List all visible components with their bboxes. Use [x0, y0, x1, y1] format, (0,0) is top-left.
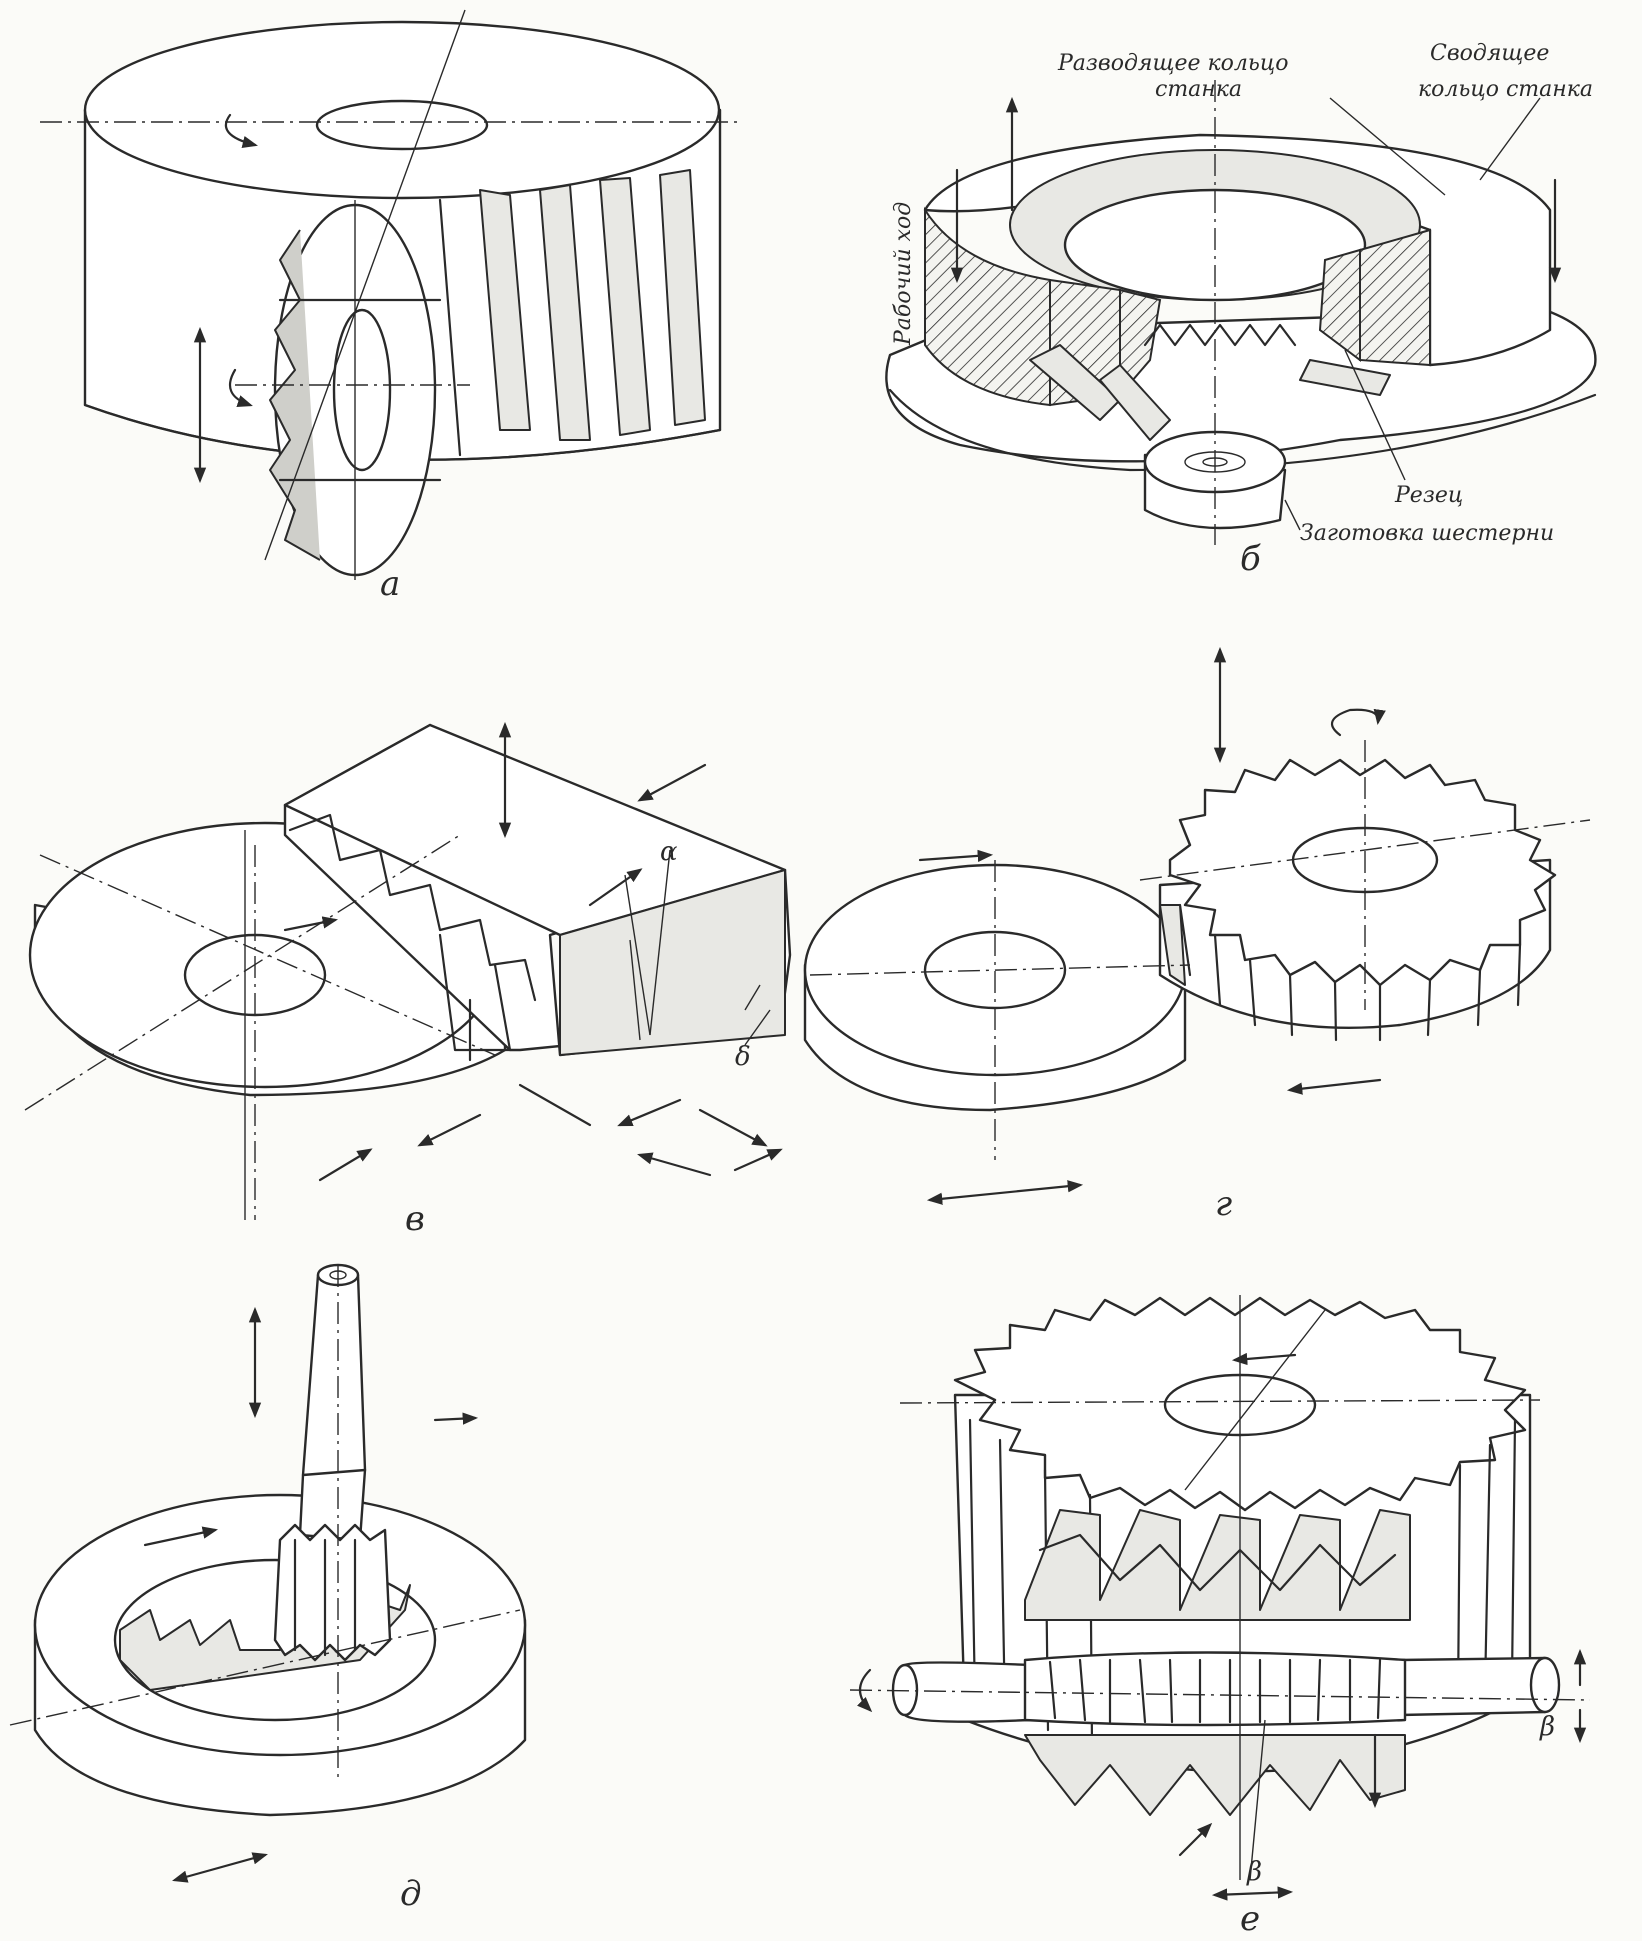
panel-v-caption: в: [405, 1199, 425, 1239]
label-rabochiy-hod: Рабочий ход: [891, 202, 916, 346]
label-razvod-line2: станка: [1155, 77, 1242, 102]
label-svod-line2: кольцо станка: [1418, 77, 1593, 102]
panel-a-drawing: [40, 9, 740, 580]
label-zagotovka: Заготовка шестерни: [1300, 521, 1554, 546]
panel-d-caption: д: [400, 1874, 422, 1914]
panel-v-drawing: [24, 721, 792, 1220]
panel-d-drawing: [9, 1263, 527, 1883]
panel-g-caption: г: [1215, 1184, 1232, 1224]
panel-b-drawing: [885, 80, 1597, 545]
angle-alpha: α: [660, 837, 678, 867]
panel-b-caption: б: [1240, 539, 1261, 579]
panel-a-caption: а: [380, 564, 400, 604]
angle-beta-right: β: [1539, 1712, 1555, 1742]
label-svod-line1: Сводящее: [1430, 41, 1549, 66]
angle-beta-bottom: β: [1246, 1857, 1262, 1887]
panel-g-drawing: [803, 646, 1591, 1205]
label-razvod-line1: Разводящее кольцо: [1057, 51, 1289, 76]
angle-delta: δ: [735, 1042, 751, 1072]
panel-e-drawing: [849, 1295, 1591, 1901]
panel-e-caption: е: [1240, 1899, 1260, 1939]
label-rezets: Резец: [1394, 483, 1463, 508]
cut-teeth: [438, 169, 706, 457]
